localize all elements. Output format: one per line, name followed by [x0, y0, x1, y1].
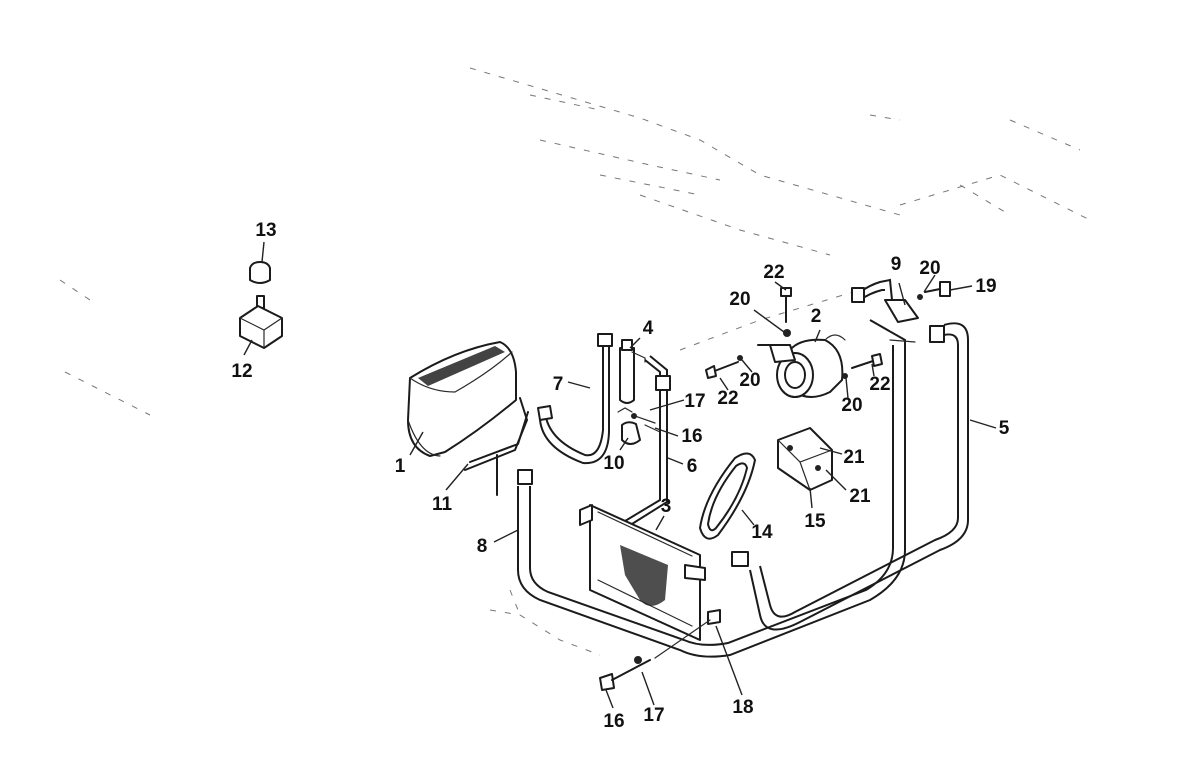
callout-20-top: 20 — [729, 289, 750, 310]
part-2-compressor — [769, 334, 846, 398]
part-14-belt — [699, 452, 756, 540]
callout-11: 11 — [432, 494, 453, 515]
lower-fasteners — [599, 609, 721, 691]
part-11-bracket — [464, 397, 529, 496]
callout-15: 15 — [804, 511, 826, 532]
part-4-receiver-drier — [619, 339, 646, 404]
callout-7: 7 — [553, 374, 564, 395]
callout-22-top: 22 — [763, 262, 784, 283]
callout-16-upper: 16 — [681, 426, 702, 447]
callout-20-left: 20 — [739, 370, 760, 391]
callout-5: 5 — [999, 418, 1010, 439]
fasteners — [705, 281, 951, 379]
callout-8: 8 — [477, 536, 488, 557]
callout-17-lower: 17 — [643, 705, 664, 726]
callout-21-upper: 21 — [843, 447, 865, 468]
callout-21-lower: 21 — [849, 486, 871, 507]
part-3-condenser — [579, 504, 706, 641]
callout-13: 13 — [255, 220, 276, 241]
callout-3: 3 — [661, 496, 672, 517]
part-7-hose — [537, 333, 613, 465]
callout-6: 6 — [687, 456, 698, 477]
machine-outline — [59, 67, 1091, 656]
part-13-cap — [249, 261, 271, 284]
callout-1: 1 — [395, 456, 406, 477]
part-1-evaporator-unit — [407, 341, 517, 457]
callout-20-right: 20 — [841, 395, 862, 416]
callout-22-left: 22 — [717, 388, 738, 409]
callout-2: 2 — [811, 306, 822, 327]
callout-16-lower: 16 — [603, 711, 624, 732]
leader-lines — [243, 241, 997, 709]
callout-22-right: 22 — [869, 374, 890, 395]
callout-18: 18 — [732, 697, 753, 718]
callout-labels: 13 12 1 11 7 4 17 10 16 6 8 3 14 15 21 2… — [231, 220, 1009, 732]
callout-9: 9 — [891, 254, 902, 275]
callout-19: 19 — [975, 276, 996, 297]
callout-14: 14 — [751, 522, 773, 543]
part-10-clamp — [617, 407, 661, 445]
part-15-bracket — [777, 427, 833, 491]
callout-12: 12 — [231, 361, 252, 382]
part-9-hose — [851, 278, 919, 343]
callout-10: 10 — [603, 453, 624, 474]
callout-4: 4 — [643, 318, 654, 339]
part-5-hose — [731, 322, 969, 631]
callout-17-upper: 17 — [684, 391, 705, 412]
part-12-mount — [239, 295, 283, 349]
callout-20-far: 20 — [919, 258, 940, 279]
